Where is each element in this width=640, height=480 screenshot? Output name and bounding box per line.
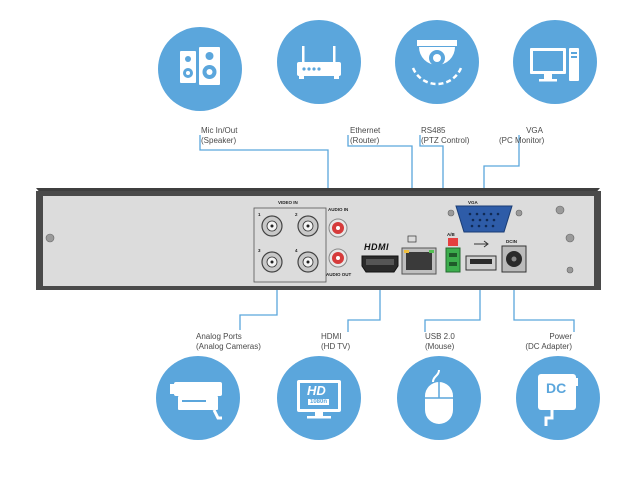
- usb-wire: [424, 272, 481, 332]
- vga-port: [455, 205, 513, 233]
- power-wire: [513, 272, 575, 332]
- analog-label: Analog Ports(Analog Cameras): [196, 332, 261, 351]
- mic-wire: [199, 135, 329, 202]
- ptz-camera-icon: [395, 20, 479, 104]
- speaker-icon: [158, 27, 242, 111]
- channel-2-label: 2: [295, 212, 298, 217]
- video-in-label: VIDEO IN: [278, 200, 298, 205]
- rs485-terminal: [445, 247, 461, 273]
- bnc-ports: [261, 215, 319, 273]
- hdmi-label: HDMI(HD TV): [321, 332, 351, 351]
- analog-wire: [239, 282, 278, 330]
- ethernet-label: Ethernet(Router): [350, 126, 381, 145]
- dcin-label: DCIN: [506, 239, 517, 244]
- mic-label: Mic In/Out(Speaker): [201, 126, 238, 145]
- dc-text: DC: [546, 380, 567, 396]
- vga-wire: [483, 135, 520, 202]
- router-icon: [277, 20, 361, 104]
- dc-adapter-icon: DC: [516, 356, 600, 440]
- ab-label: A/B: [447, 232, 455, 237]
- audio-out-label: AUDIO OUT: [326, 272, 352, 277]
- rs485-label: RS485(PTZ Control): [421, 126, 470, 145]
- power-label: Power(DC Adapter): [525, 332, 572, 351]
- audio-in-label: AUDIO IN: [328, 207, 349, 212]
- hdmi-wire: [347, 278, 381, 332]
- channel-3-label: 3: [258, 248, 261, 253]
- channel-1-label: 1: [258, 212, 261, 217]
- hd-res-text: 1080n: [308, 399, 330, 405]
- usb-label: USB 2.0(Mouse): [425, 332, 455, 351]
- hd-tv-icon: HD 1080n: [277, 356, 361, 440]
- hdmi-logo: HDMI: [364, 242, 389, 252]
- vga-label: VGA(PC Monitor): [499, 126, 545, 145]
- monitor-icon: [513, 20, 597, 104]
- bullet-camera-icon: [156, 356, 240, 440]
- rca-ports: [328, 218, 348, 268]
- hd-text: HD: [307, 383, 326, 398]
- vga-port-label: VGA: [468, 200, 478, 205]
- channel-4-label: 4: [295, 248, 298, 253]
- mouse-icon: [397, 356, 481, 440]
